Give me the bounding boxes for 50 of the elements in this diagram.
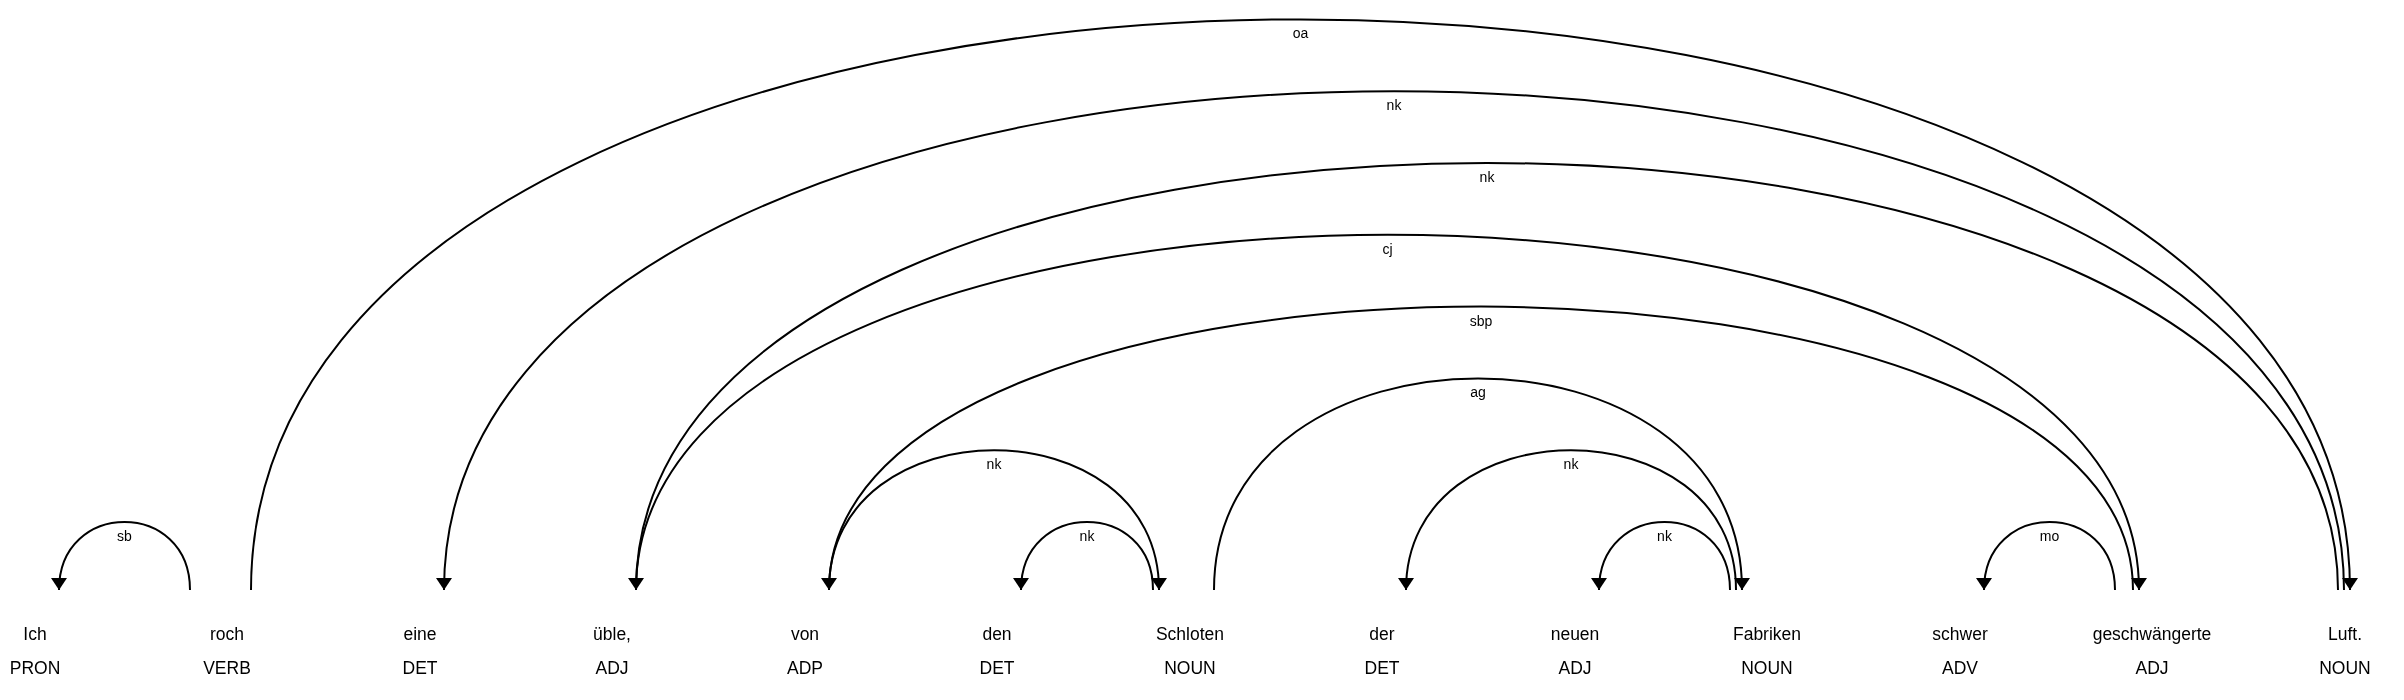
word-text: eine	[403, 626, 437, 644]
edge-label: sbp	[1469, 312, 1493, 329]
dependency-arc	[1592, 521, 1731, 591]
word-text: den	[982, 626, 1012, 644]
dependency-arc	[52, 521, 191, 591]
word-text: üble,	[593, 626, 631, 644]
edge-label: ag	[1470, 384, 1486, 401]
dependency-arc	[1977, 521, 2116, 591]
word-text: von	[790, 626, 820, 644]
dependency-arc	[1014, 521, 1154, 591]
edge-label: nk	[1563, 456, 1579, 473]
word-text: Schloten	[1155, 626, 1225, 644]
word-text: schwer	[1932, 626, 1988, 644]
pos-tag: NOUN	[1164, 660, 1216, 678]
pos-tag: ADP	[787, 660, 823, 678]
word-text: Luft.	[2327, 626, 2363, 644]
edge-label: nk	[1386, 97, 1402, 114]
word-text: geschwängerte	[2092, 626, 2212, 644]
pos-tag: ADJ	[595, 660, 629, 678]
dependency-arc	[250, 18, 2355, 591]
edge-label: nk	[1657, 528, 1672, 544]
pos-tag: PRON	[9, 660, 61, 678]
edge-label: nk	[986, 456, 1002, 473]
pos-tag: ADJ	[2135, 660, 2169, 678]
dependency-arc	[1399, 449, 1737, 591]
word-text: Ich	[23, 626, 47, 644]
pos-tag: ADV	[1942, 660, 1978, 678]
word-text: der	[1369, 626, 1395, 644]
dependency-arc	[631, 162, 2339, 591]
edge-label: sb	[117, 528, 132, 544]
dependency-arc	[824, 305, 2134, 591]
edge-label: mo	[2039, 528, 2060, 544]
word-text: neuen	[1550, 626, 1600, 644]
pos-tag: DET	[1364, 660, 1400, 678]
pos-tag: VERB	[203, 660, 251, 678]
edge-label: nk	[1079, 528, 1095, 544]
dependency-arc	[439, 90, 2345, 591]
word-text: roch	[210, 626, 244, 644]
pos-tag: DET	[402, 660, 438, 678]
word-text: Fabriken	[1732, 626, 1802, 644]
dependency-arc	[828, 449, 1166, 591]
pos-tag: DET	[979, 660, 1015, 678]
dependency-arc	[635, 233, 2144, 591]
pos-tag: NOUN	[1741, 660, 1793, 678]
edge-label: nk	[1479, 169, 1495, 185]
edge-label: cj	[1382, 240, 1393, 257]
dependency-arc	[1213, 377, 1748, 591]
pos-tag: ADJ	[1558, 660, 1592, 678]
pos-tag: NOUN	[2319, 660, 2371, 678]
edge-label: oa	[1292, 25, 1309, 42]
